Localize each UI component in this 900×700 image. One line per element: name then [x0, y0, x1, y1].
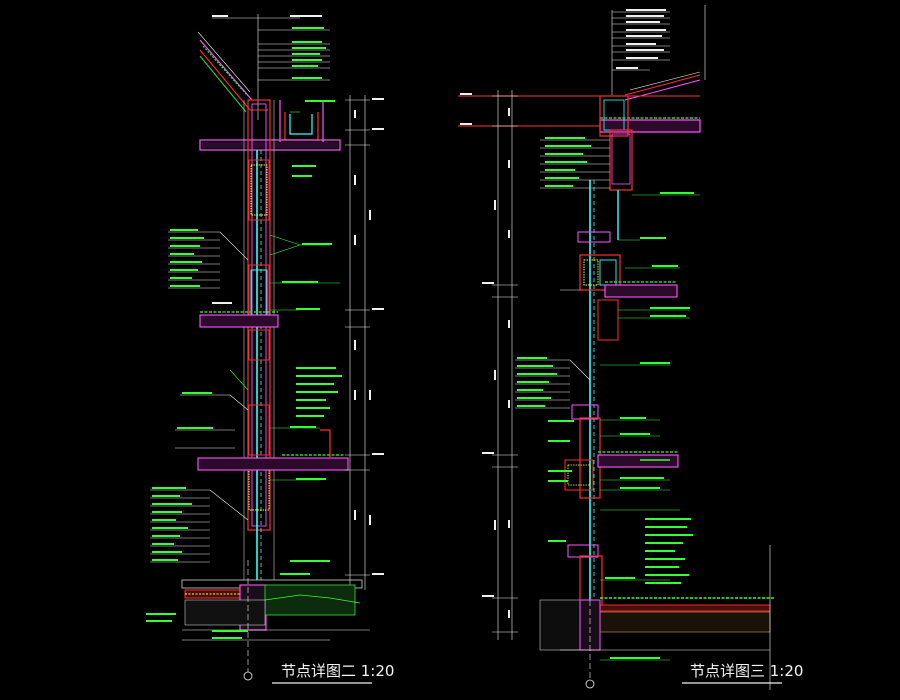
foundation-right	[539, 545, 775, 690]
roof-slab-right	[599, 95, 701, 137]
dimension-chain-left	[345, 95, 370, 590]
axis-left	[243, 560, 253, 681]
top-notes-left-text	[212, 15, 326, 79]
left-notes-right-detail	[515, 139, 610, 409]
top-notes-left	[212, 14, 330, 120]
axis-bubble-icon	[585, 679, 595, 689]
dimension-chain-right	[492, 90, 518, 640]
detail-left: 节点详图二 1:20	[146, 14, 394, 684]
floor-slabs-left	[197, 311, 349, 471]
dimension-ticks-left	[354, 98, 384, 575]
roof-right	[624, 71, 701, 101]
right-notes-right-detail-text	[605, 192, 694, 659]
left-notes-right-detail-text	[517, 137, 591, 542]
detail-right-title: 节点详图三 1:20	[690, 662, 803, 680]
right-notes-left-detail-text	[282, 100, 342, 480]
floor-slabs-right	[597, 281, 679, 468]
wall-right	[564, 129, 633, 617]
top-notes-right	[611, 5, 706, 95]
axis-bubble-icon	[243, 671, 253, 681]
dimension-ticks-right	[460, 93, 510, 618]
right-notes-right-detail	[600, 194, 700, 661]
axis-right	[585, 600, 595, 689]
left-notes-left-detail-text	[152, 229, 232, 561]
top-notes-right-text	[616, 9, 666, 69]
foundation-notes-left	[146, 560, 330, 639]
detail-right: 节点详图三 1:20	[458, 5, 803, 690]
detail-left-title: 节点详图二 1:20	[281, 662, 394, 680]
left-notes-left-detail	[150, 231, 249, 563]
foundation-left	[181, 579, 370, 641]
